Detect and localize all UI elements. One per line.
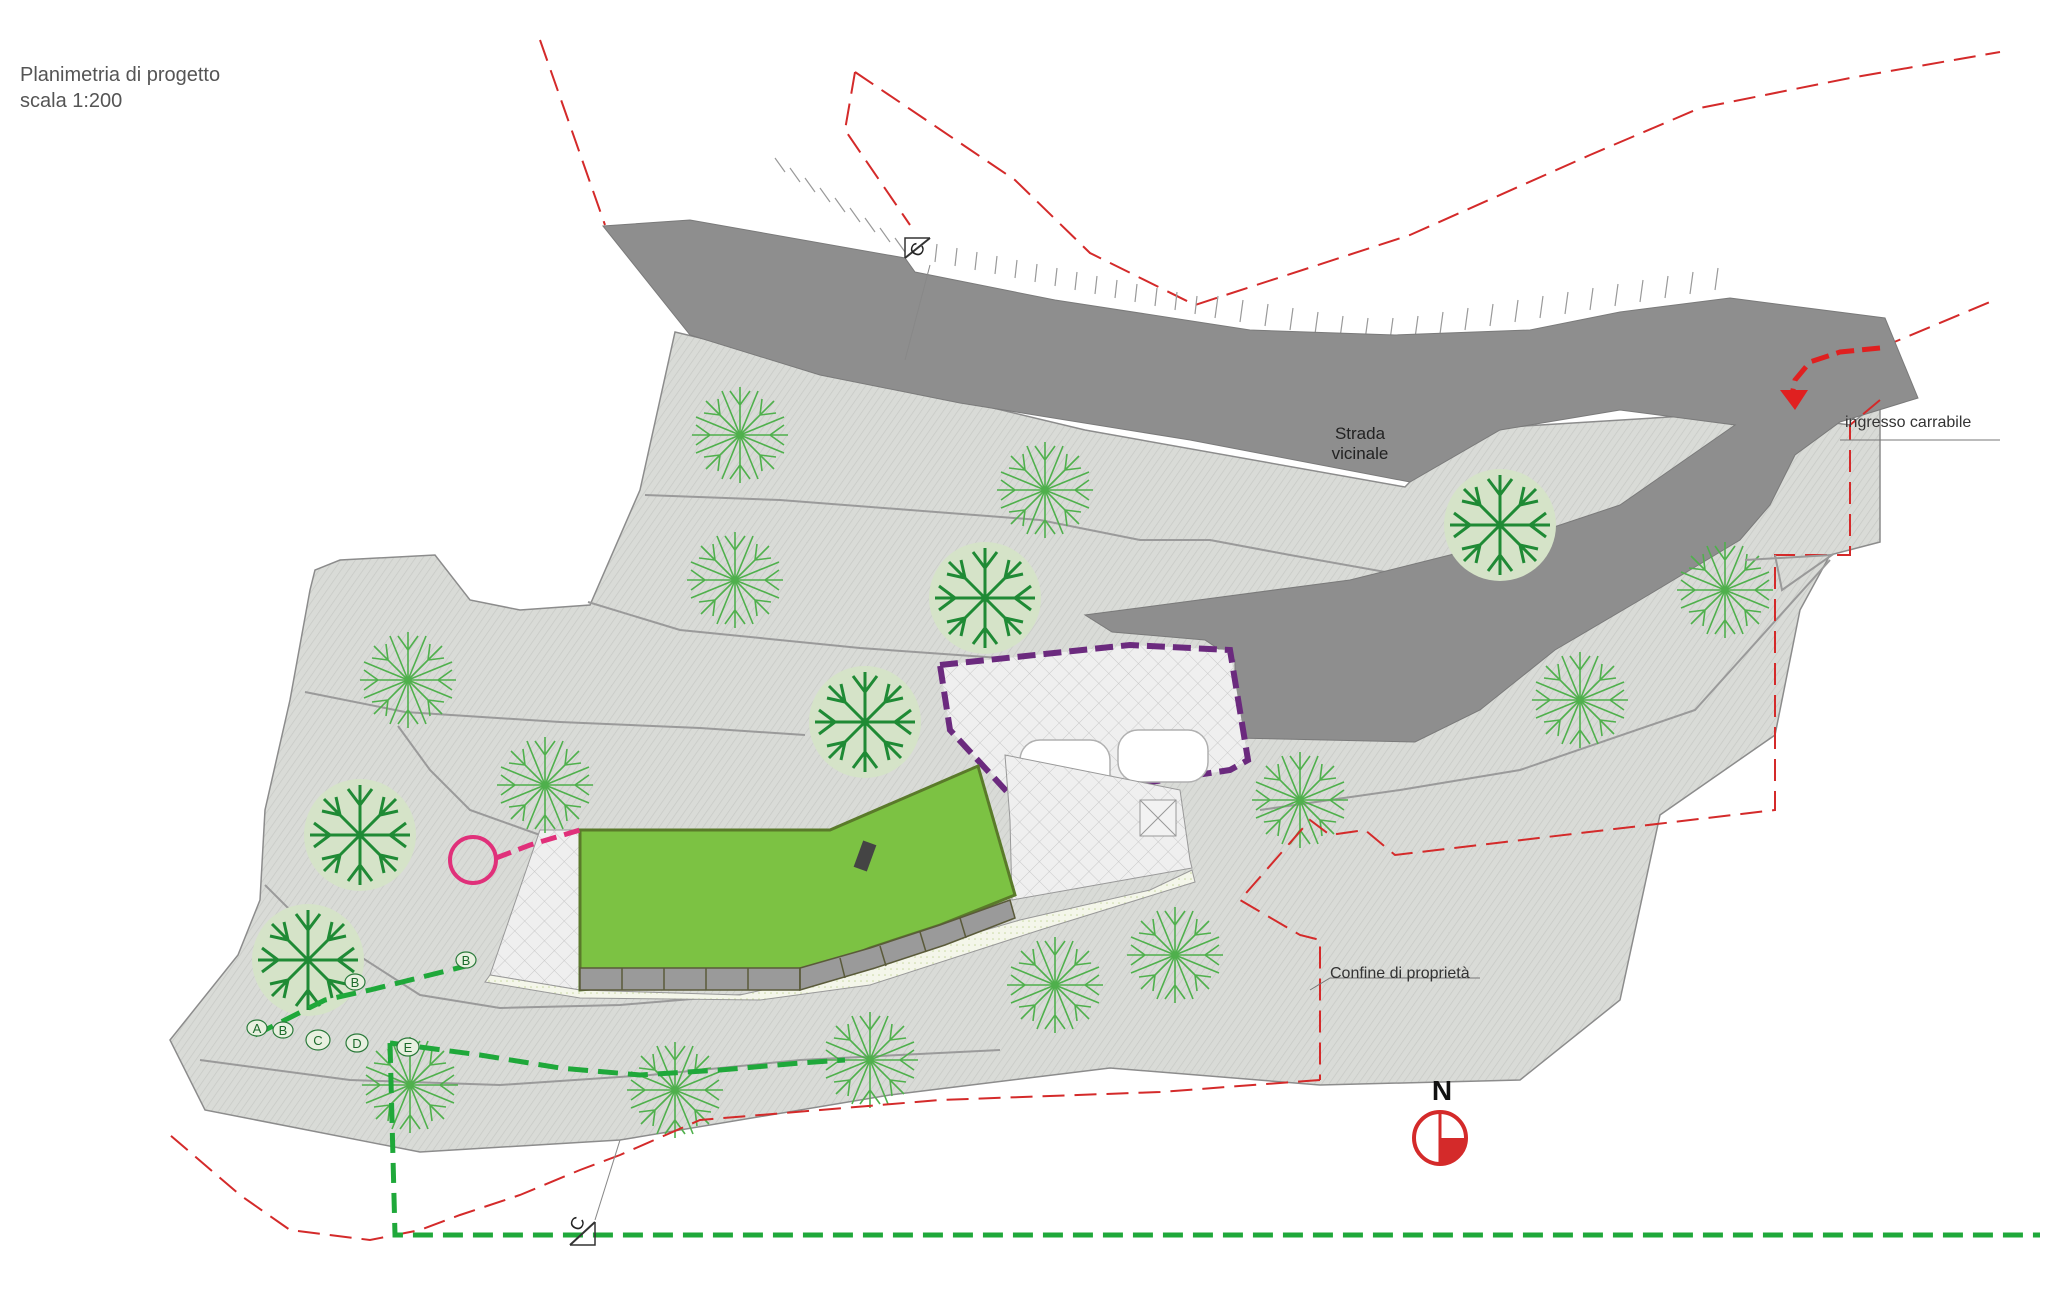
section-cut-bottom: C xyxy=(565,1139,621,1246)
path-marker-a: A xyxy=(253,1021,262,1036)
road-surface xyxy=(602,219,1919,743)
path-marker-e-shape xyxy=(396,1037,420,1057)
north-letter: N xyxy=(1431,1075,1453,1106)
tree-light-12 xyxy=(626,1041,724,1139)
boundary-leader-line xyxy=(1309,977,1480,991)
section-cut-top: C xyxy=(904,237,931,361)
tree-light-1 xyxy=(691,386,789,484)
path-marker-group xyxy=(246,951,477,1057)
title-line-2: scala 1:200 xyxy=(20,90,123,112)
road-label-line-1: Strada xyxy=(1334,424,1386,443)
courtyard-fixture-cross xyxy=(1139,799,1177,837)
entrance-arrow xyxy=(1780,345,1881,410)
road-label-line-2: vicinale xyxy=(1331,444,1389,463)
north-indicator: N xyxy=(1410,1076,1474,1106)
tree-light-9 xyxy=(1126,906,1224,1004)
property-boundary-label: Confine di proprietà xyxy=(1330,965,1470,982)
path-marker-e: E xyxy=(404,1040,413,1055)
north-arrow-icon xyxy=(1412,1110,1468,1166)
facade-dividers xyxy=(621,917,967,990)
entrance-label: ingresso carrabile xyxy=(1845,414,1972,431)
road-label: Strada vicinale xyxy=(1310,424,1410,464)
path-marker-a-shape xyxy=(246,1019,268,1037)
property-boundary xyxy=(169,399,1881,1242)
tree-light-10 xyxy=(1006,936,1104,1034)
tree-dark-3 xyxy=(807,664,923,780)
path-marker-b-shape xyxy=(272,1021,294,1039)
tree-light-5 xyxy=(496,736,594,834)
tree-light-3 xyxy=(686,531,784,629)
tree-light-6 xyxy=(1676,541,1774,639)
tree-dark-5 xyxy=(250,902,366,1018)
green-dashed-path xyxy=(253,962,2040,1238)
neighbor-boundary-lines xyxy=(539,39,2001,349)
tree-light-8 xyxy=(1251,751,1349,849)
drawing-title: Planimetria di progetto scala 1:200 xyxy=(20,62,220,114)
tree-dark-2 xyxy=(927,540,1043,656)
roof-skylight xyxy=(853,840,877,872)
path-marker-b3-shape xyxy=(455,951,477,969)
slope-hatching-top xyxy=(774,157,1719,341)
path-marker-b: B xyxy=(279,1023,288,1038)
courtyard-paving xyxy=(1004,754,1193,901)
retaining-wall-edge xyxy=(1744,553,1836,592)
path-marker-d: D xyxy=(352,1036,361,1051)
title-line-1: Planimetria di progetto xyxy=(20,64,221,86)
path-marker-d-shape xyxy=(345,1033,369,1053)
path-marker-b3: B xyxy=(462,953,471,968)
path-marker-b2-shape xyxy=(344,973,366,991)
path-marker-c-shape xyxy=(305,1029,331,1051)
tree-light-7 xyxy=(1531,651,1629,749)
tree-dark-4 xyxy=(302,777,418,893)
path-marker-b2: B xyxy=(351,975,360,990)
tree-light-11 xyxy=(821,1011,919,1109)
tree-dark-1 xyxy=(1442,467,1558,583)
path-marker-c: C xyxy=(313,1033,322,1048)
pink-marker xyxy=(448,827,581,885)
tree-light-4 xyxy=(359,631,457,729)
tree-light-2 xyxy=(996,441,1094,539)
